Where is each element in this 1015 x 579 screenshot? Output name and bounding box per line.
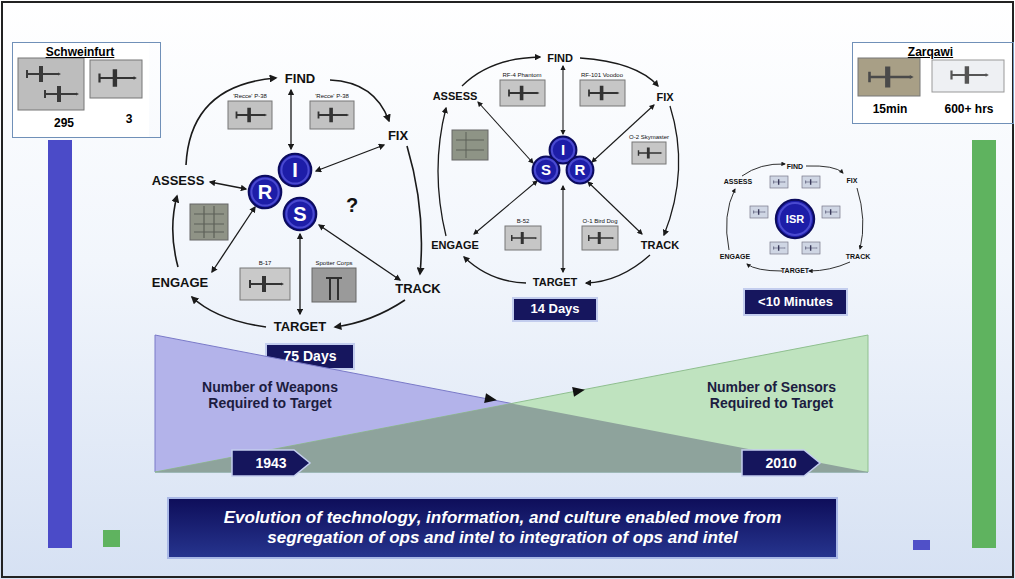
photo-caption: Spotter Corps (315, 260, 352, 266)
year-arrow: 2010 (765, 455, 796, 471)
isr-circle: I (292, 159, 298, 182)
duration-box: 14 Days (530, 302, 579, 317)
duration-box: 14 Days (512, 297, 598, 322)
cycle-step: TARGET (781, 267, 809, 274)
photo-caption: RF-101 Voodoo (581, 72, 623, 78)
isr-circle: S (532, 156, 560, 184)
photo-caption: B-52 (517, 218, 530, 224)
cycle-step: TRACK (395, 282, 441, 295)
question-mark: ? (346, 195, 358, 215)
triangle-text: Number of Weapons Required to Target (185, 379, 355, 411)
cycle-step: ASSESS (433, 91, 478, 102)
cycle-step: FIX (388, 129, 408, 142)
triangle-text: Number of Sensors Required to Target (688, 379, 855, 411)
cycle-step: ENGAGE (720, 253, 750, 260)
photo-caption: RF-4 Phantom (502, 72, 541, 78)
cycle-step: TRACK (846, 253, 871, 260)
duration-box: <10 Minutes (758, 295, 833, 310)
box-title: Zarqawi (853, 46, 1008, 60)
cycle-step: TARGET (274, 320, 326, 333)
duration-box: <10 Minutes (743, 288, 848, 316)
isr-circle: ISR (786, 213, 804, 226)
summary-banner: Evolution of technology, information, an… (194, 508, 812, 549)
year-arrow: 2010 (742, 450, 820, 476)
year-arrow: 1943 (255, 455, 286, 471)
isr-circle: S (541, 161, 551, 178)
photo-caption: O-2 Skymaster (629, 134, 669, 140)
cycle-step: ASSESS (152, 174, 205, 187)
isr-circle: R (566, 156, 594, 184)
isr-circle: S (293, 203, 306, 226)
cycle-step: FIND (547, 53, 573, 64)
photo-caption: 'Recce' P-38 (315, 93, 349, 99)
isr-circle: I (561, 141, 565, 158)
duration-box: 75 Days (284, 348, 337, 364)
photo-caption: 'Recce' P-38 (233, 93, 267, 99)
count-number: 3 (103, 113, 155, 127)
year-arrow: 1943 (232, 450, 310, 476)
cycle-step: FIX (656, 92, 673, 103)
isr-circle: R (258, 181, 272, 204)
cycle-step: TARGET (533, 277, 577, 288)
isr-circle: S (283, 197, 317, 231)
photo-caption: B-17 (259, 260, 272, 266)
cycle-step: FIND (285, 72, 315, 85)
isr-circle: ISR (775, 199, 815, 239)
cycle-step: FIX (847, 177, 858, 184)
cycle-step: FIND (787, 163, 803, 170)
summary-banner: Evolution of technology, information, an… (167, 497, 838, 559)
cycle-step: ENGAGE (431, 240, 479, 251)
cycle-step: ENGAGE (152, 276, 208, 289)
box-title: Schweinfurt (13, 46, 147, 60)
example-box: Schweinfurt 295 3 (12, 42, 161, 138)
count-number: 295 (31, 117, 97, 131)
duration-value: 15min (859, 103, 921, 117)
isr-circle: I (278, 153, 312, 187)
cycle-step: TRACK (641, 240, 680, 251)
example-box: Zarqawi 15min 600+ hrs (852, 42, 1014, 124)
isr-circle: R (248, 175, 282, 209)
duration-value: 600+ hrs (931, 103, 1007, 117)
cycle-step: ASSESS (724, 178, 752, 185)
isr-circle: R (575, 161, 586, 178)
photo-caption: O-1 Bird Dog (582, 218, 617, 224)
